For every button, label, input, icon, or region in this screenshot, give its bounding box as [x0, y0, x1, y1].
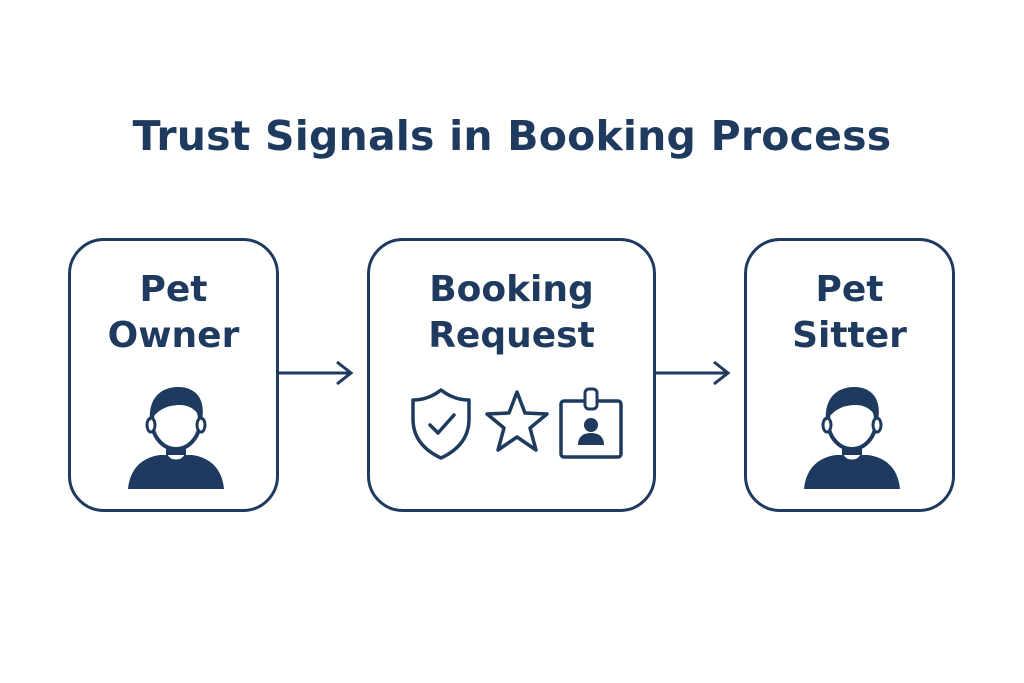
node-booking-request: Booking Request	[367, 238, 656, 512]
node-label-line2: Request	[428, 315, 595, 356]
star-icon	[485, 390, 549, 452]
arrow-booking-to-sitter	[656, 360, 731, 386]
node-label-line1: Booking	[429, 269, 594, 310]
diagram-title: Trust Signals in Booking Process	[132, 112, 892, 160]
person-icon	[128, 387, 224, 489]
id-badge-icon	[559, 387, 623, 459]
node-pet-sitter: Pet Sitter	[744, 238, 955, 512]
node-label-line2: Owner	[107, 315, 240, 356]
node-label-line2: Sitter	[792, 315, 907, 356]
node-pet-owner: Pet Owner	[68, 238, 279, 512]
arrow-owner-to-booking	[279, 360, 354, 386]
node-label-line1: Pet	[139, 269, 208, 310]
node-label-line1: Pet	[815, 269, 884, 310]
shield-check-icon	[411, 388, 471, 460]
person-icon	[804, 387, 900, 489]
